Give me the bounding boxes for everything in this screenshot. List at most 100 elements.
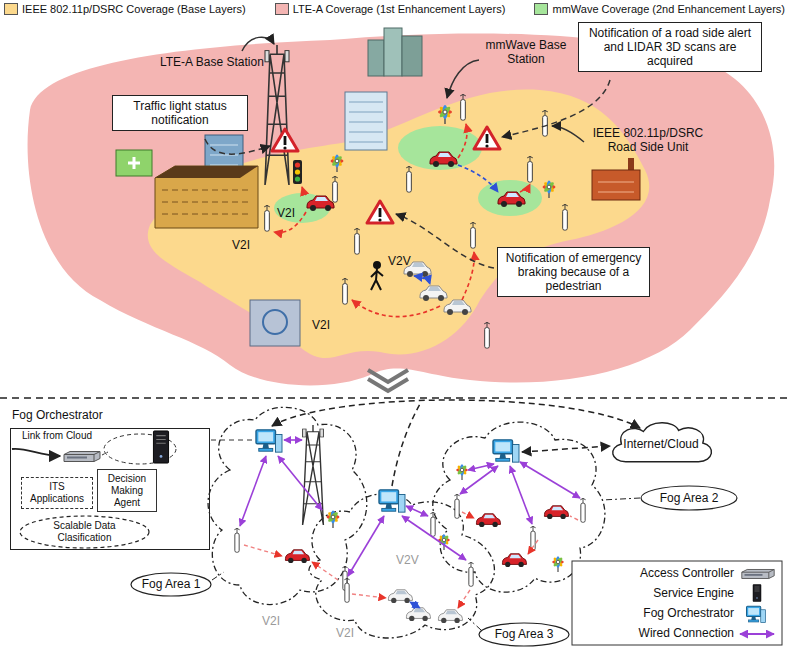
rsu-antenna xyxy=(332,176,338,202)
node-text: Scalable Data Clasification xyxy=(31,520,138,544)
process-box: Decision Making Agent xyxy=(97,469,157,512)
factory-building xyxy=(592,158,640,200)
legend-text: Wired Connection xyxy=(639,626,734,640)
node-text: Internet/Cloud xyxy=(617,437,705,451)
mmwave-coverage xyxy=(398,126,482,170)
fog-orchestrator xyxy=(493,440,519,462)
label-text: Link from Cloud xyxy=(22,430,92,442)
hospital-building xyxy=(116,150,152,176)
chevron xyxy=(368,370,408,391)
warning-sign xyxy=(367,201,393,223)
red-car xyxy=(307,196,334,211)
label-text: V2I xyxy=(262,614,280,628)
area-ellipse: Fog Area 1 xyxy=(130,572,212,597)
legend-swatch xyxy=(534,3,548,15)
legend-entry: Service Engine xyxy=(576,586,734,600)
white-car xyxy=(438,610,462,623)
traffic-light xyxy=(293,160,302,184)
legend-text: mmWave Coverage (2nd Enhancement Layers) xyxy=(552,3,785,15)
fog-area-outline xyxy=(208,407,605,638)
mmwave-station xyxy=(456,464,468,480)
red-car xyxy=(502,554,526,567)
rsu-antenna xyxy=(580,498,585,522)
clinic-building xyxy=(250,300,300,346)
rsu-antenna xyxy=(527,156,533,182)
node-text: Notification of a road side alert and LI… xyxy=(584,26,756,68)
mmwave-station xyxy=(327,511,340,528)
dashed-box: ITS Applications xyxy=(21,477,93,509)
rsu-antenna xyxy=(562,204,568,230)
orchestrator-panel: Fog OrchestratorITS ApplicationsDecision… xyxy=(10,428,210,550)
rsu-antenna xyxy=(542,110,548,136)
rsu-antenna xyxy=(460,94,466,120)
wired-sample xyxy=(740,633,774,635)
area-ellipse: Fog Area 2 xyxy=(640,485,738,511)
rsu-antenna xyxy=(264,205,270,231)
legend-text: Service Engine xyxy=(653,586,734,600)
rsu-antenna xyxy=(354,228,360,254)
legend-swatch xyxy=(4,3,18,15)
mmwave-station xyxy=(331,155,344,172)
office-building xyxy=(345,92,387,150)
access-controller xyxy=(64,452,100,462)
fog-orchestrator xyxy=(256,430,282,452)
label-text: V2I xyxy=(312,318,330,332)
cloud-links xyxy=(272,400,640,486)
legend-swatch xyxy=(275,3,289,15)
service-engine xyxy=(153,431,168,463)
legend-entry: Access Controller xyxy=(576,566,734,580)
legend-text: Access Controller xyxy=(640,566,734,580)
mmwave-station xyxy=(552,556,564,572)
cloud-link xyxy=(12,449,60,456)
node-text: Fog Area 2 xyxy=(649,491,729,505)
callout-arrows xyxy=(205,37,610,268)
legend-text: Fog Orchestrator xyxy=(643,606,734,620)
access-controller xyxy=(742,570,774,579)
label-text: V2V xyxy=(396,553,419,567)
mmwave-station xyxy=(438,105,452,124)
rsu-antenna xyxy=(234,528,239,552)
lte-coverage xyxy=(28,33,775,385)
rsu-antenna xyxy=(470,222,476,248)
rsu-antenna xyxy=(484,322,490,348)
inset-leader xyxy=(211,440,253,441)
label-text: V2I xyxy=(277,206,295,220)
area-ellipse: Fog Area 3 xyxy=(478,622,570,647)
legend-entry: LTE-A Coverage (1st Enhancement Layers) xyxy=(275,3,506,15)
service-engine xyxy=(753,585,761,602)
cycle-link xyxy=(102,452,108,455)
callout-box: Notification of emergency braking becaus… xyxy=(497,247,650,297)
legend-entry: IEEE 802.11p/DSRC Coverage (Base Layers) xyxy=(4,3,246,15)
legend-entry: Wired Connection xyxy=(576,626,734,640)
label-text: V2I xyxy=(336,626,354,640)
white-car xyxy=(406,608,430,621)
legend-text: LTE-A Coverage (1st Enhancement Layers) xyxy=(293,3,506,15)
fog-orchestrator xyxy=(379,490,405,512)
label-text: V2V xyxy=(388,254,411,268)
label-text: LTE-A Base Station xyxy=(160,55,264,69)
red-car xyxy=(498,192,525,207)
mmwave-station xyxy=(543,181,556,198)
callout-box: Traffic light status notification xyxy=(112,95,248,131)
warning-sign xyxy=(272,129,298,151)
data-ellipse: Scalable Data Clasification xyxy=(19,515,150,549)
node-text: Fog Area 1 xyxy=(138,577,205,591)
rsu-antenna xyxy=(344,578,349,602)
rsu-antenna xyxy=(430,512,435,536)
node-text: Decision Making Agent xyxy=(103,473,151,508)
rsu-antenna xyxy=(454,494,459,518)
wired-connection xyxy=(240,440,580,576)
warning-sign xyxy=(474,127,500,149)
white-car xyxy=(388,590,412,603)
label-text: IEEE 802.11p/DSRC Road Side Unit xyxy=(586,126,710,154)
legend-box xyxy=(572,561,782,645)
red-car xyxy=(430,152,457,167)
legend-entry: Fog Orchestrator xyxy=(576,606,734,620)
school-building xyxy=(155,166,258,228)
red-car xyxy=(285,550,309,563)
node-text: Notification of emergency braking becaus… xyxy=(503,251,644,293)
cloud-shape: Internet/Cloud xyxy=(606,418,716,470)
white-car xyxy=(444,300,471,315)
callout-box: Notification of a road side alert and LI… xyxy=(578,22,762,72)
label-text: mmWave Base Station xyxy=(482,38,570,66)
